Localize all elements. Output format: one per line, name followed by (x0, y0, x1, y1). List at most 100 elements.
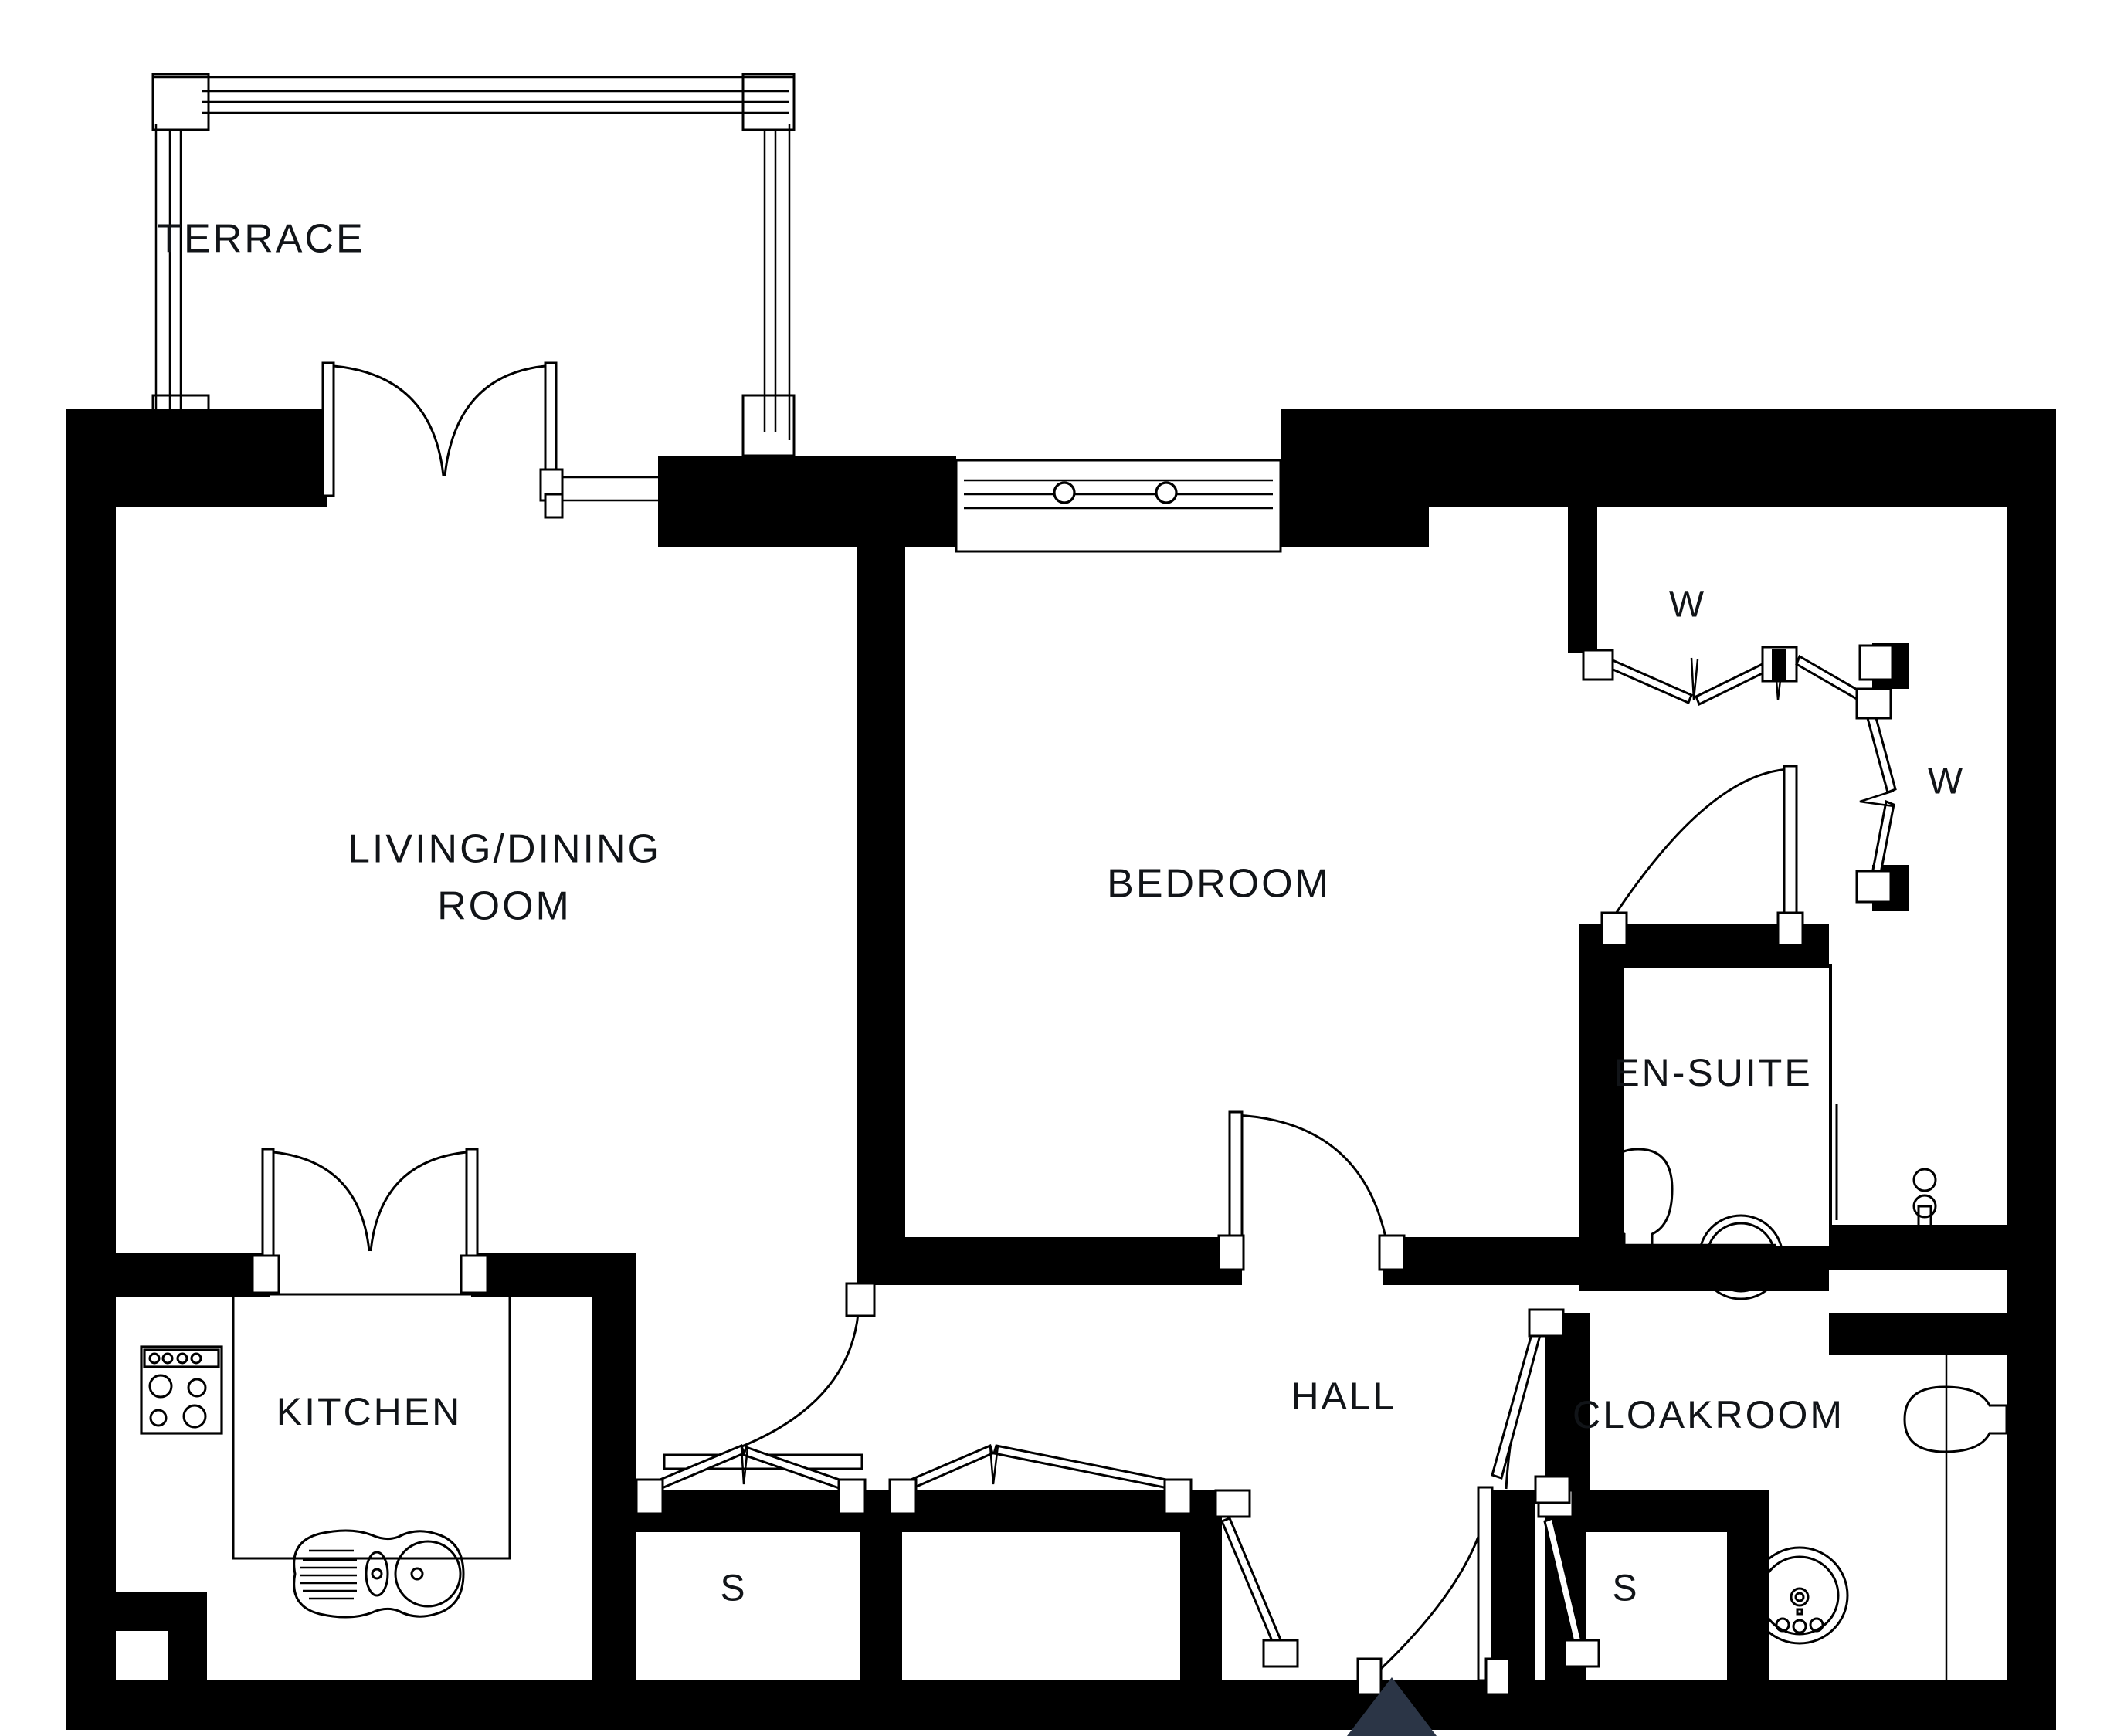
wall-kitchen-top-left (116, 1253, 270, 1297)
wall-store2-right (1180, 1490, 1222, 1680)
ensuite-basin-icon (1698, 1214, 1784, 1300)
label-cloakroom: CLOAKROOM (1573, 1393, 1844, 1436)
terrace-door-leaf-left[interactable] (321, 361, 335, 497)
kitchen-doors[interactable] (251, 1148, 489, 1294)
wall-top-mid (658, 456, 956, 547)
cloak-door-frame-top (1528, 1308, 1565, 1338)
wall-ensuite-below (1829, 1313, 2007, 1355)
kitchen-door-arc-left (273, 1151, 371, 1252)
kitchen-door-leaf-right[interactable] (465, 1148, 479, 1263)
label-terrace: TERRACE (157, 217, 365, 262)
hob-control-panel (143, 1348, 220, 1368)
store2-frame-left (888, 1478, 918, 1515)
entrance-door-arc (1367, 1490, 1491, 1682)
entrance-door-leaf[interactable] (1477, 1486, 1494, 1682)
wall-store1-top (636, 1490, 860, 1532)
kitchen-sink-drainer (293, 1529, 465, 1619)
store1-frame-right (837, 1478, 867, 1515)
cloak-door-leaf[interactable] (1491, 1318, 1545, 1480)
wall-wardrobe-left (1568, 507, 1597, 653)
en-suite-fixtures (1597, 964, 1937, 1300)
cloak-door-frame-bottom (1534, 1475, 1571, 1504)
shower-head-icon (1912, 1168, 1937, 1192)
store1-fold-vee (740, 1446, 749, 1485)
bedroom-door-frame-right (1378, 1234, 1406, 1271)
living-door-arc (699, 1303, 860, 1463)
kitchen-door-frame-right (460, 1254, 489, 1294)
wall-ensuite-top-seg (1800, 924, 1829, 968)
store2-fold-vee (989, 1445, 999, 1485)
terrace-area (151, 73, 796, 457)
wall-living-bedroom (857, 507, 905, 1285)
store3-frame-top (1214, 1489, 1251, 1518)
wardrobe-b-frame-bottom (1855, 870, 1892, 904)
wall-kitchen-recess-right (168, 1592, 207, 1680)
wall-bottom-external (66, 1680, 2056, 1730)
storage-bifold-2[interactable] (888, 1443, 1193, 1515)
wardrobe-bifold-b[interactable] (1855, 687, 1897, 904)
cloakroom-fixtures (1750, 1313, 2008, 1680)
wall-left-external (66, 409, 116, 1730)
living-door-frame (845, 1282, 876, 1317)
store4-frame-bottom (1563, 1639, 1600, 1668)
front-entrance-door[interactable] (1347, 1486, 1511, 1736)
storage-bifold-1[interactable] (635, 1443, 867, 1515)
label-store-2: S (1612, 1568, 1639, 1609)
label-hall: HALL (1291, 1375, 1396, 1418)
label-bedroom: BEDROOM (1107, 862, 1331, 907)
label-store-1: S (720, 1568, 747, 1609)
sink-bowl-large (394, 1540, 462, 1608)
terrace-post-top-left (151, 73, 210, 131)
shower-spout-icon (1917, 1205, 1932, 1228)
wall-cloak-left (1545, 1313, 1590, 1492)
cloakroom-door[interactable] (1491, 1308, 1571, 1504)
label-wardrobe-1: W (1669, 585, 1706, 626)
bedroom-door[interactable] (1217, 1110, 1406, 1271)
ensuite-toilet-icon (1597, 1148, 1776, 1253)
storage-bifold-3[interactable] (1214, 1489, 1299, 1668)
bedroom-window-frame (955, 459, 1282, 553)
store2-frame-right (1163, 1478, 1193, 1515)
store3-leaf-a[interactable] (1220, 1517, 1284, 1648)
kitchen-door-leaf-left[interactable] (261, 1148, 275, 1263)
ensuite-shower-icon (1829, 964, 1937, 1228)
ensuite-door-leaf[interactable] (1783, 765, 1798, 927)
sink-bowl-small (365, 1551, 389, 1597)
kitchen-hob (140, 1345, 223, 1435)
ensuite-door-frame-left (1600, 911, 1628, 947)
wall-ensuite-left (1579, 924, 1624, 1291)
wardrobe-a-frame-right (1858, 644, 1894, 681)
terrace-rail-left (154, 124, 182, 440)
bedroom-door-leaf[interactable] (1228, 1110, 1244, 1249)
wardrobe-b-frame-top (1855, 687, 1892, 720)
living-room-door[interactable] (663, 1282, 876, 1470)
store2-leaf-b[interactable] (992, 1444, 1176, 1490)
wall-ensuite-bottom (1579, 1246, 1829, 1291)
wall-kitchen-recess-top (116, 1592, 168, 1631)
store3-frame-bottom (1262, 1639, 1299, 1668)
label-ensuite: EN-SUITE (1613, 1051, 1812, 1094)
terrace-door-jamb (544, 493, 564, 519)
bedroom-door-arc (1235, 1114, 1387, 1238)
cloak-basin-icon (1750, 1546, 1849, 1645)
terrace-doors[interactable] (321, 361, 658, 519)
room-labels: TERRACE LIVING/DINING ROOM BEDROOM KITCH… (157, 217, 1963, 1609)
wardrobe-bifold-a[interactable] (1582, 644, 1894, 707)
wall-store2-top (902, 1490, 1180, 1532)
shower-valve-icon (1912, 1194, 1937, 1219)
terrace-post-bottom-right (741, 394, 796, 457)
terrace-door-arc-right (443, 364, 546, 476)
bedroom-door-frame-left (1217, 1234, 1245, 1271)
terrace-rail-top (153, 76, 794, 114)
kitchen-worktop-outline (232, 1293, 511, 1560)
label-kitchen: KITCHEN (277, 1390, 462, 1433)
label-living-line2: ROOM (437, 884, 572, 929)
wall-top-right (1281, 409, 2056, 507)
kitchen-units (140, 1293, 511, 1619)
entrance-door-frame-right (1484, 1657, 1511, 1696)
sink-drainer-grooves (300, 1549, 357, 1600)
en-suite-door[interactable] (1600, 765, 1804, 947)
wall-bedroom-bottom-left (857, 1237, 1242, 1285)
